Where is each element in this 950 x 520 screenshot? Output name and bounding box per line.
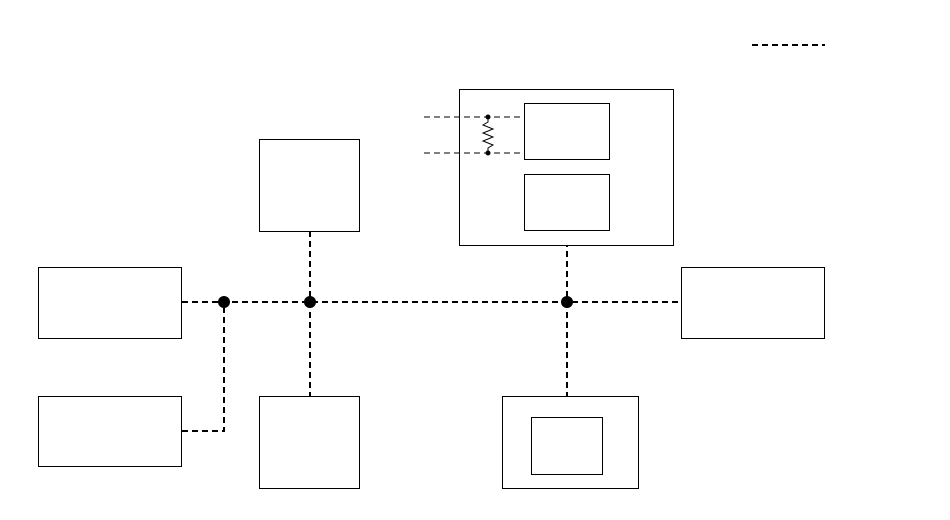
center-top-box[interactable] bbox=[259, 139, 360, 232]
resistor-top-node bbox=[485, 114, 491, 120]
center-bottom-box[interactable] bbox=[259, 396, 360, 489]
junction-left bbox=[218, 296, 230, 308]
resistor-bottom-node bbox=[485, 150, 491, 156]
bottom-right-inner-box[interactable] bbox=[531, 417, 603, 475]
top-right-inner-lower-box[interactable] bbox=[524, 174, 610, 231]
resistor-icon bbox=[481, 117, 495, 153]
junction-center bbox=[304, 296, 316, 308]
left-top-box[interactable] bbox=[38, 267, 182, 339]
resistor-input bbox=[424, 114, 524, 156]
left-bottom-connector bbox=[182, 302, 225, 432]
junction-right bbox=[561, 296, 573, 308]
top-right-inner-upper-box[interactable] bbox=[524, 103, 610, 160]
right-box[interactable] bbox=[681, 267, 825, 339]
left-bottom-box[interactable] bbox=[38, 396, 182, 467]
